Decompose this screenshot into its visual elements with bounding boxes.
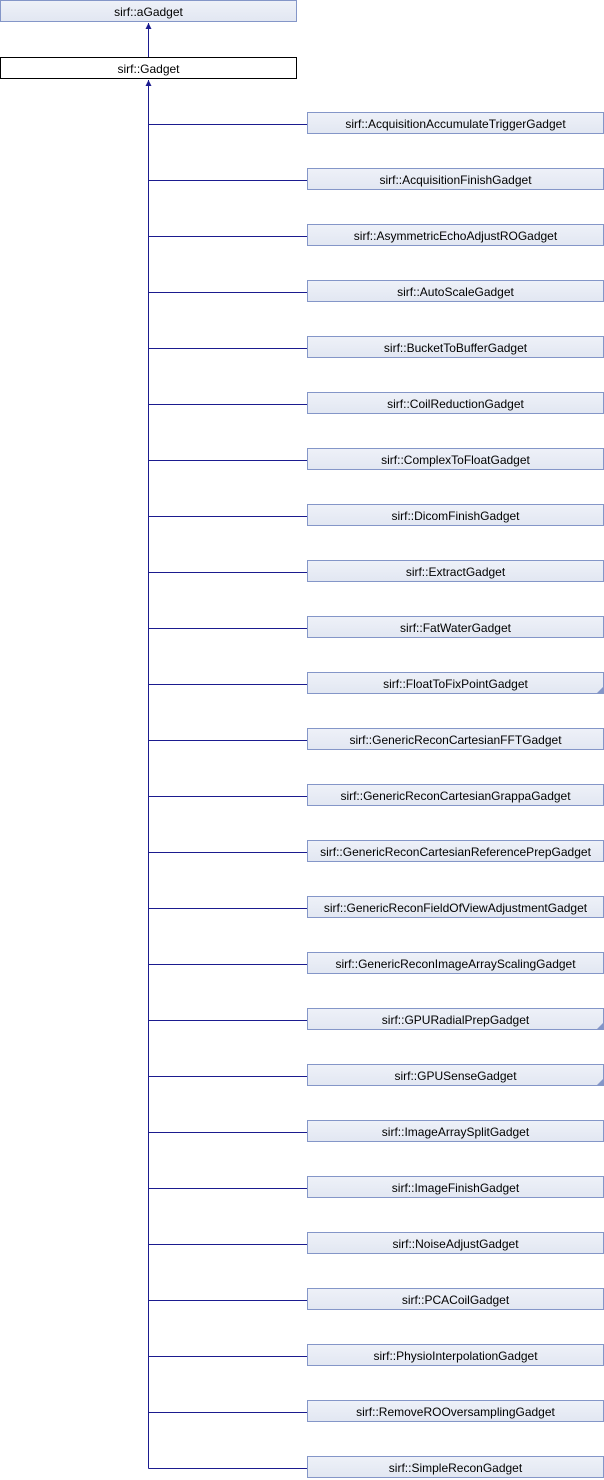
derived-class-node[interactable]: sirf::FatWaterGadget	[307, 616, 604, 638]
derived-class-node[interactable]: sirf::GenericReconCartesianReferencePrep…	[307, 840, 604, 862]
derived-class-node[interactable]: sirf::ComplexToFloatGadget	[307, 448, 604, 470]
derived-class-label: sirf::GPUSenseGadget	[394, 1069, 517, 1083]
derived-class-label: sirf::CoilReductionGadget	[387, 397, 524, 411]
truncated-indicator-icon	[597, 1023, 603, 1029]
derived-class-label: sirf::PCACoilGadget	[401, 1293, 510, 1307]
derived-class-label: sirf::AutoScaleGadget	[397, 285, 514, 299]
derived-class-label: sirf::GenericReconCartesianReferencePrep…	[320, 845, 591, 859]
derived-class-node[interactable]: sirf::ImageArraySplitGadget	[307, 1120, 604, 1142]
derived-class-label: sirf::FloatToFixPointGadget	[383, 677, 528, 691]
derived-class-node[interactable]: sirf::RemoveROOversamplingGadget	[307, 1400, 604, 1422]
derived-class-label: sirf::DicomFinishGadget	[391, 509, 520, 523]
derived-class-node[interactable]: sirf::AcquisitionAccumulateTriggerGadget	[307, 112, 604, 134]
derived-class-node[interactable]: sirf::DicomFinishGadget	[307, 504, 604, 526]
truncated-indicator-icon	[597, 1079, 603, 1085]
current-class-node: sirf::Gadget	[0, 57, 297, 79]
derived-class-label: sirf::AcquisitionAccumulateTriggerGadget	[345, 117, 566, 131]
derived-class-node[interactable]: sirf::AutoScaleGadget	[307, 280, 604, 302]
derived-class-node[interactable]: sirf::GenericReconCartesianGrappaGadget	[307, 784, 604, 806]
derived-class-label: sirf::BucketToBufferGadget	[383, 341, 528, 355]
derived-class-node[interactable]: sirf::PhysioInterpolationGadget	[307, 1344, 604, 1366]
arrowhead-icon	[145, 80, 152, 86]
derived-class-label: sirf::AcquisitionFinishGadget	[379, 173, 532, 187]
derived-class-label: sirf::ImageFinishGadget	[391, 1181, 520, 1195]
derived-class-label: sirf::AsymmetricEchoAdjustROGadget	[353, 229, 558, 243]
derived-class-node[interactable]: sirf::FloatToFixPointGadget	[307, 672, 604, 694]
derived-class-label: sirf::SimpleReconGadget	[388, 1461, 523, 1475]
base-class-node[interactable]: sirf::aGadget	[0, 0, 297, 22]
derived-class-node[interactable]: sirf::NoiseAdjustGadget	[307, 1232, 604, 1254]
derived-class-node[interactable]: sirf::PCACoilGadget	[307, 1288, 604, 1310]
arrowhead-icon	[145, 23, 152, 29]
derived-class-label: sirf::GenericReconImageArrayScalingGadge…	[335, 957, 576, 971]
derived-class-node[interactable]: sirf::CoilReductionGadget	[307, 392, 604, 414]
derived-class-node[interactable]: sirf::GenericReconFieldOfViewAdjustmentG…	[307, 896, 604, 918]
derived-class-node[interactable]: sirf::SimpleReconGadget	[307, 1456, 604, 1478]
derived-class-node[interactable]: sirf::AsymmetricEchoAdjustROGadget	[307, 224, 604, 246]
derived-class-label: sirf::GenericReconFieldOfViewAdjustmentG…	[323, 901, 588, 915]
derived-class-node[interactable]: sirf::GPURadialPrepGadget	[307, 1008, 604, 1030]
derived-class-label: sirf::RemoveROOversamplingGadget	[356, 1405, 555, 1419]
derived-class-label: sirf::FatWaterGadget	[400, 621, 511, 635]
derived-class-label: sirf::GPURadialPrepGadget	[381, 1013, 530, 1027]
derived-class-node[interactable]: sirf::ImageFinishGadget	[307, 1176, 604, 1198]
derived-class-node[interactable]: sirf::ExtractGadget	[307, 560, 604, 582]
derived-class-label: sirf::ExtractGadget	[405, 565, 506, 579]
derived-class-node[interactable]: sirf::GPUSenseGadget	[307, 1064, 604, 1086]
derived-class-label: sirf::ImageArraySplitGadget	[381, 1125, 530, 1139]
truncated-indicator-icon	[597, 687, 603, 693]
derived-class-label: sirf::ComplexToFloatGadget	[381, 453, 530, 467]
derived-class-node[interactable]: sirf::AcquisitionFinishGadget	[307, 168, 604, 190]
derived-class-label: sirf::NoiseAdjustGadget	[392, 1237, 519, 1251]
derived-class-node[interactable]: sirf::GenericReconCartesianFFTGadget	[307, 728, 604, 750]
derived-class-node[interactable]: sirf::BucketToBufferGadget	[307, 336, 604, 358]
derived-class-label: sirf::GenericReconCartesianGrappaGadget	[340, 789, 571, 803]
derived-class-label: sirf::PhysioInterpolationGadget	[373, 1349, 538, 1363]
derived-class-label: sirf::GenericReconCartesianFFTGadget	[349, 733, 562, 747]
derived-class-node[interactable]: sirf::GenericReconImageArrayScalingGadge…	[307, 952, 604, 974]
